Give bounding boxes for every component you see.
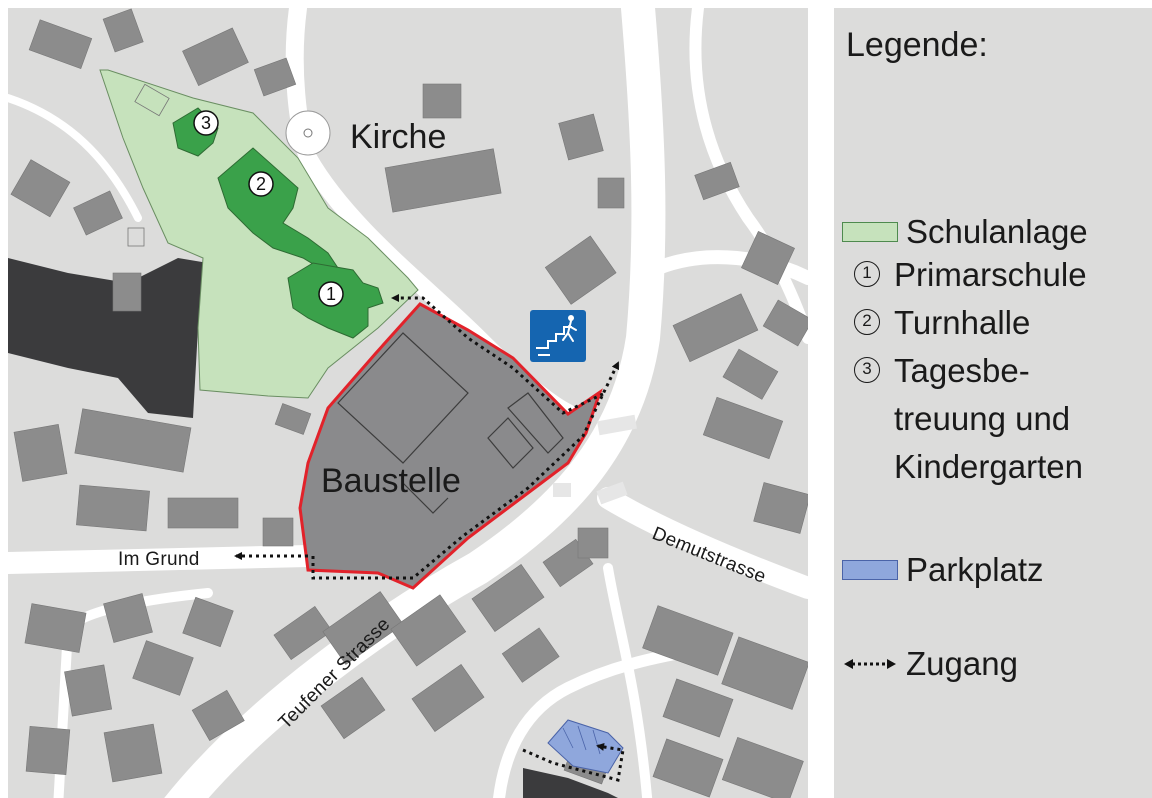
zugang-paths <box>234 294 625 782</box>
legend-label-schulanlage: Schulanlage <box>906 213 1088 250</box>
marker-3-label: 3 <box>201 113 211 133</box>
marker-1-label: 1 <box>326 284 336 304</box>
road-south-east <box>603 563 653 798</box>
road-south-center <box>493 642 714 798</box>
baustelle-area <box>298 302 603 590</box>
marker-2[interactable]: 2 <box>248 171 274 197</box>
zugang-path-top <box>391 294 604 415</box>
number-3-icon: 3 <box>854 357 880 383</box>
roundabout <box>285 110 331 156</box>
school-outlines <box>127 83 170 247</box>
number-1-icon: 1 <box>854 261 880 287</box>
stairs-icon <box>530 310 586 362</box>
legend: Legende: Schulanlage 1 Primarschule 2 Tu… <box>834 8 1152 798</box>
legend-label-primarschule: Primarschule <box>894 256 1087 293</box>
legend-item-tagesbetreuung: 3 Tagesbe- treuung und Kindergarten <box>842 352 1083 491</box>
road-east-2 <box>689 8 808 344</box>
road-teufener-strasse <box>164 8 666 798</box>
label-baustelle: Baustelle <box>321 462 461 500</box>
legend-label-tagesbetreuung: Tagesbe- treuung und Kindergarten <box>894 352 1083 485</box>
dotted-double-arrow-icon <box>844 659 896 669</box>
number-2-icon: 2 <box>854 309 880 335</box>
road-east <box>651 250 808 285</box>
dark-area-south <box>523 768 618 798</box>
dark-area-west <box>8 258 208 418</box>
junction-markings <box>553 414 637 505</box>
label-kirche: Kirche <box>350 118 446 156</box>
parkplatz-area <box>547 719 624 774</box>
legend-item-schulanlage: Schulanlage <box>842 213 1088 250</box>
legend-label-parkplatz: Parkplatz <box>906 551 1044 588</box>
marker-1[interactable]: 1 <box>318 281 344 307</box>
legend-item-primarschule: 1 Primarschule <box>842 256 1087 293</box>
map[interactable]: 1 2 3 Kirche Baustelle Im Grund Teufener… <box>8 8 808 798</box>
parkplatz-swatch-icon <box>842 560 898 580</box>
legend-item-zugang: Zugang <box>842 645 1018 682</box>
road-northwest <box>8 94 142 222</box>
legend-item-turnhalle: 2 Turnhalle <box>842 304 1030 341</box>
legend-label-turnhalle: Turnhalle <box>894 304 1031 341</box>
legend-title: Legende: <box>846 26 988 64</box>
buildings <box>10 8 808 798</box>
roundabout-center <box>303 128 313 138</box>
baustelle-outlines <box>337 332 564 514</box>
school-building-2 <box>217 147 339 274</box>
road-demutstrasse <box>597 487 808 599</box>
marker-3[interactable]: 3 <box>193 110 219 136</box>
legend-item-parkplatz: Parkplatz <box>842 551 1044 588</box>
schulanlage-swatch-icon <box>842 222 898 242</box>
legend-label-zugang: Zugang <box>906 645 1018 682</box>
label-im-grund: Im Grund <box>118 549 200 570</box>
marker-2-label: 2 <box>256 174 266 194</box>
zugang-path-parking <box>522 742 625 782</box>
